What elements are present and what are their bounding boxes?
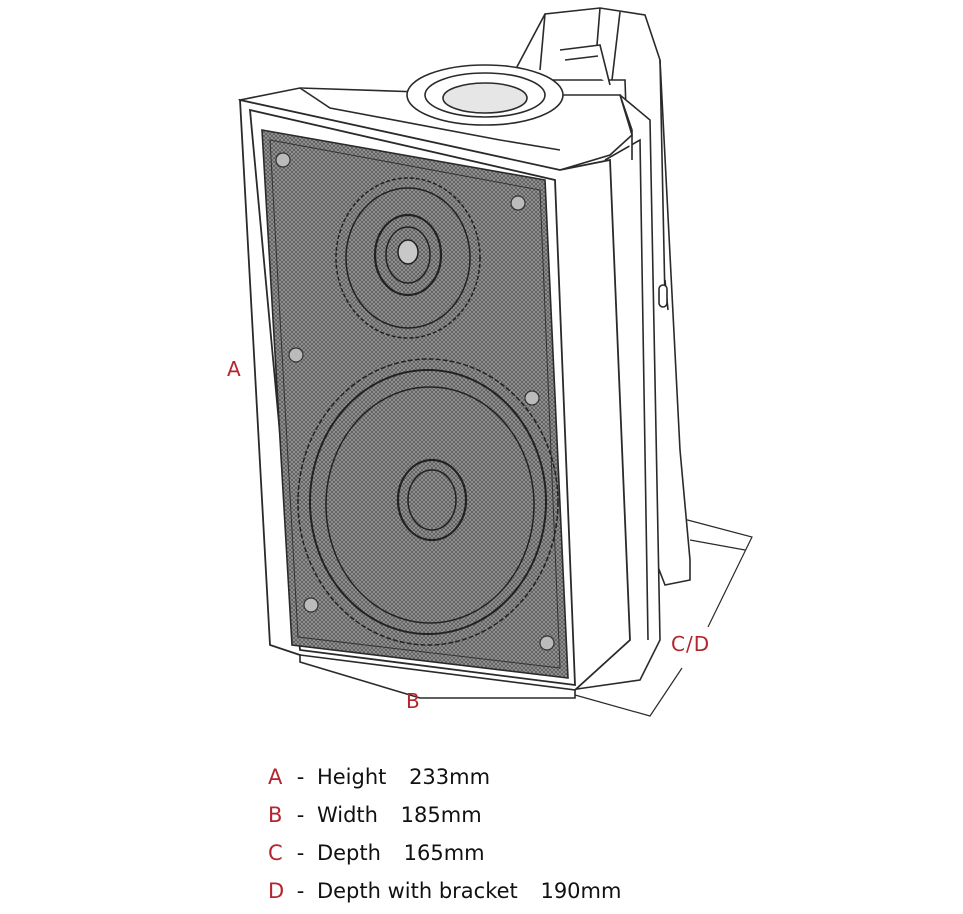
spec-value: 165mm xyxy=(403,841,485,865)
spec-name: Height xyxy=(316,765,387,789)
spec-name: Depth with bracket xyxy=(316,879,518,903)
speaker-line-drawing xyxy=(237,7,753,717)
spec-letter: A xyxy=(268,765,283,789)
spec-dash: - xyxy=(296,803,305,827)
spec-value: 190mm xyxy=(540,879,622,903)
spec-dash: - xyxy=(296,841,305,865)
woofer xyxy=(297,358,559,646)
spec-letter: B xyxy=(268,803,283,827)
spec-letter: D xyxy=(268,879,285,903)
grille-screws xyxy=(275,152,555,651)
dimension-label-a: A xyxy=(227,357,242,381)
cabinet-bottom xyxy=(299,654,576,699)
dimension-label-b: B xyxy=(406,689,421,713)
spec-row-depth: C - Depth 165mm xyxy=(268,838,621,876)
speaker-grille xyxy=(261,129,569,679)
spec-value: 185mm xyxy=(400,803,482,827)
depth-guide-lines xyxy=(574,517,753,717)
spec-row-width: B - Width 185mm xyxy=(268,800,621,838)
spec-dash: - xyxy=(296,879,305,903)
spec-name: Width xyxy=(316,803,378,827)
spec-dash: - xyxy=(296,765,305,789)
tweeter xyxy=(335,177,481,339)
spec-name: Depth xyxy=(316,841,381,865)
spec-letter: C xyxy=(268,841,283,865)
spec-value: 233mm xyxy=(409,765,491,789)
cabinet-top xyxy=(237,64,633,171)
dimension-spec-list: A - Height 233mm B - Width 185mm C - Dep… xyxy=(268,762,621,914)
spec-row-height: A - Height 233mm xyxy=(268,762,621,800)
dimension-label-cd: C/D xyxy=(671,632,711,656)
spec-row-depth-with-bracket: D - Depth with bracket 190mm xyxy=(268,876,621,914)
